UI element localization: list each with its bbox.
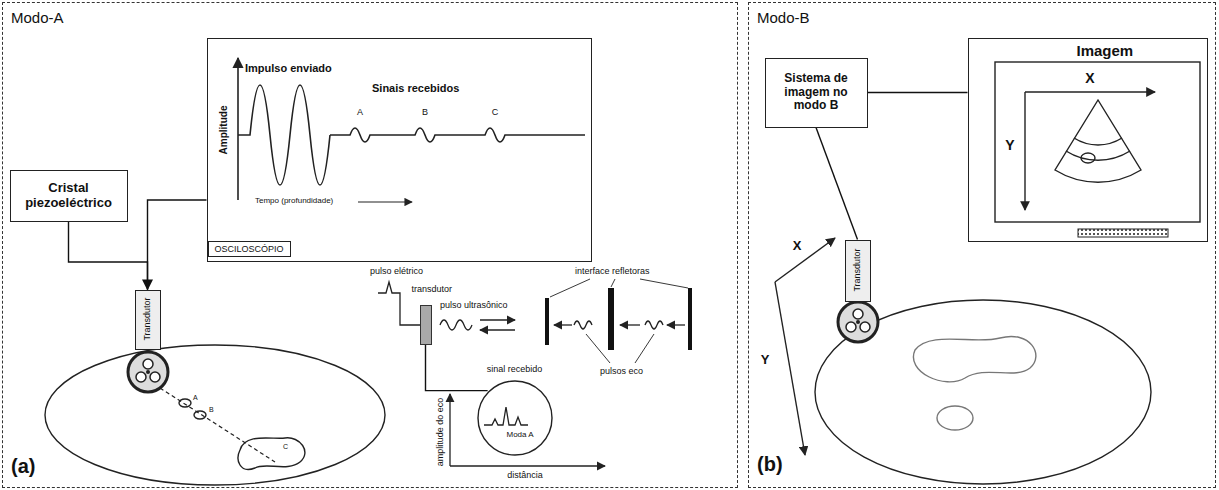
node-label: (b) — [757, 453, 783, 476]
reflecting-interface — [545, 288, 692, 350]
organ-outline — [775, 238, 1151, 484]
figure-label: C — [492, 107, 499, 117]
node-heading: Transdutor — [142, 297, 152, 340]
figure-label: Y — [761, 353, 770, 368]
node-heading: Modo-A — [11, 9, 64, 26]
figure-label: distância — [507, 470, 543, 480]
figure-label: Tempo (profundidade) — [255, 196, 333, 205]
figure-label: B — [209, 406, 214, 414]
connector — [148, 200, 207, 290]
figure-label: pulso elétrico — [370, 266, 423, 276]
mode-panel: Modo-A (a) OSCILOSCÓPIO Cristal piezoeléctr… — [2, 2, 738, 488]
figure-label: A — [193, 394, 198, 402]
node-heading: Imagem — [1077, 42, 1134, 59]
mode-panel: Modo-B (b) Sistema de imagem no modo B Imag… — [748, 2, 1216, 488]
crystal-box: Cristal piezoeléctrico — [10, 170, 128, 222]
node-label: Moda A — [507, 430, 534, 439]
probe-head — [128, 352, 168, 392]
transducer-element: transdutor — [420, 305, 432, 345]
transducer-probe: Transdutor — [845, 240, 871, 302]
node-heading: sinal recebido — [487, 363, 543, 373]
figure-label: Y — [1005, 137, 1014, 153]
connector — [69, 222, 148, 290]
figure-label: C — [283, 443, 288, 451]
transducer-probe: Transdutor — [135, 290, 161, 350]
node-heading: Transdutor — [852, 248, 862, 291]
box-label: Sistema de imagem no modo B — [772, 72, 861, 113]
connector — [816, 128, 858, 240]
node-heading: Modo-B — [757, 9, 810, 26]
figure-label: interface refletoras — [575, 266, 650, 276]
node-heading: OSCILOSCÓPIO — [208, 241, 291, 257]
organ-outline — [45, 345, 385, 485]
node-label: (a) — [11, 455, 35, 478]
connector — [868, 92, 968, 93]
figure-label: Sinais recebidos — [372, 82, 459, 95]
imaging-system-box: Sistema de imagem no modo B — [765, 58, 868, 128]
signal-circle: sinal recebidoModa A — [477, 380, 553, 456]
figure-label: pulso ultrasônico — [440, 300, 508, 310]
probe-head — [838, 302, 878, 342]
monitor-screen: Imagem — [968, 38, 1208, 242]
oscilloscope-trace — [238, 58, 585, 202]
circle-outline — [477, 380, 553, 456]
figure-label: Impulso enviado — [245, 62, 332, 75]
figure-label: X — [1085, 70, 1094, 86]
pulse-echo-inset — [378, 279, 688, 466]
figure-label: B — [422, 107, 428, 117]
figure-label: Amplitude — [218, 106, 230, 155]
node-heading: transdutor — [412, 284, 453, 294]
figure-label: amplitude do eco — [435, 398, 445, 467]
figure-label: A — [357, 107, 363, 117]
b-mode-image — [995, 62, 1200, 237]
figure-label: X — [793, 239, 802, 254]
figure-label: pulsos eco — [600, 366, 643, 376]
box-label: Cristal piezoeléctrico — [17, 181, 121, 211]
connector — [426, 345, 488, 391]
